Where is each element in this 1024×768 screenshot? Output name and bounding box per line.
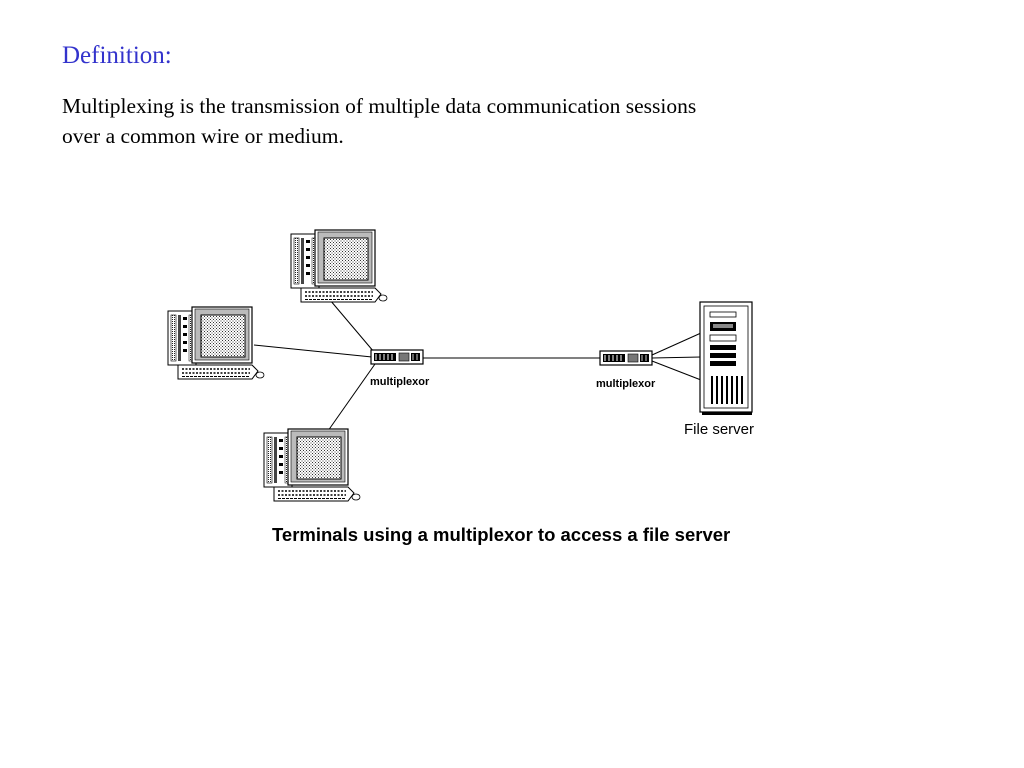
terminal-top: [290, 229, 388, 303]
link-top-terminal: [329, 299, 375, 353]
link-middle-terminal: [253, 344, 373, 358]
link-bottom-terminal: [322, 363, 376, 439]
multiplexor-left-label: multiplexor: [370, 376, 430, 388]
file-server-icon: [699, 301, 753, 415]
definition-paragraph: Multiplexing is the transmission of mult…: [62, 91, 862, 151]
paragraph-line-1: Multiplexing is the transmission of mult…: [62, 94, 697, 118]
link-mux-server-3: [651, 360, 702, 381]
multiplexor-right-label: multiplexor: [596, 378, 656, 390]
link-mux-server-2: [651, 356, 702, 359]
multiplexor-left: [370, 349, 424, 365]
multiplexor-right: [599, 350, 653, 366]
definition-heading: Definition:: [62, 42, 172, 69]
paragraph-line-2: over a common wire or medium.: [62, 124, 344, 148]
file-server-label: File server: [684, 421, 754, 438]
link-mux-server-1: [651, 332, 702, 356]
terminal-bottom: [263, 428, 361, 502]
diagram-caption: Terminals using a multiplexor to access …: [272, 524, 730, 545]
terminal-middle: [167, 306, 265, 380]
